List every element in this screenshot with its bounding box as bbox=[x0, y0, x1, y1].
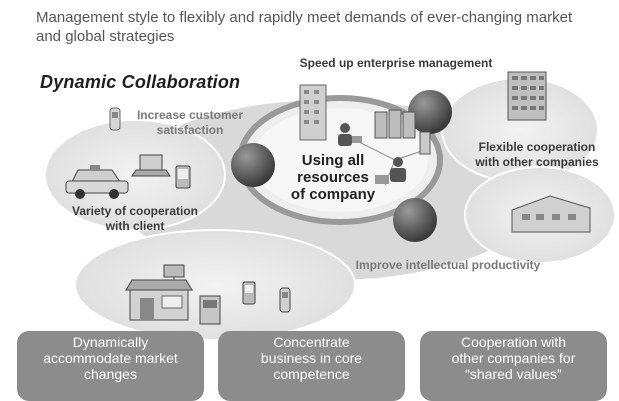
person-at-computer-icon bbox=[375, 157, 406, 184]
box-market-changes: Dynamically accommodate market changes bbox=[17, 331, 204, 401]
atm-icon bbox=[199, 295, 221, 325]
collaboration-diagram bbox=[44, 71, 616, 341]
bottom-boxes: Dynamically accommodate market changes C… bbox=[0, 331, 619, 401]
box-core-competence: Concentrate business in core competence bbox=[218, 331, 405, 401]
label-variety-cooperation: Variety of cooperation with client bbox=[71, 204, 199, 233]
label-speed-up: Speed up enterprise management bbox=[299, 56, 493, 70]
sphere-bottom-right bbox=[393, 198, 437, 242]
server-icon bbox=[374, 109, 431, 155]
sphere-left bbox=[231, 143, 275, 187]
store-icon bbox=[125, 264, 193, 321]
factory-icon bbox=[511, 195, 591, 233]
page-heading: Management style to flexibly and rapidly… bbox=[36, 9, 573, 45]
pda-icon bbox=[242, 281, 256, 305]
label-increase-customer: Increase customer satisfaction bbox=[136, 108, 244, 137]
taxi-icon bbox=[65, 165, 129, 199]
skyscraper-icon bbox=[507, 71, 547, 121]
mobile-phone-icon bbox=[279, 287, 291, 313]
label-center: Using all resources of company bbox=[290, 152, 376, 203]
dynamic-collaboration-logo: Dynamic Collaboration bbox=[40, 72, 240, 93]
label-improve-productivity: Improve intellectual productivity bbox=[355, 258, 541, 272]
logo-part1: Dynam bbox=[40, 72, 102, 92]
logo-part2: ic bbox=[101, 72, 117, 92]
sphere-top-right bbox=[408, 90, 452, 134]
pda-icon bbox=[175, 165, 191, 189]
laptop-icon bbox=[131, 154, 171, 177]
logo-part3: Collaboration bbox=[116, 72, 241, 92]
mobile-phone-icon bbox=[109, 107, 121, 131]
label-flexible-cooperation: Flexible cooperation with other companie… bbox=[475, 140, 599, 169]
office-building-icon bbox=[299, 84, 327, 141]
person-at-computer-icon bbox=[338, 123, 362, 146]
box-shared-values: Cooperation with other companies for “sh… bbox=[420, 331, 607, 401]
